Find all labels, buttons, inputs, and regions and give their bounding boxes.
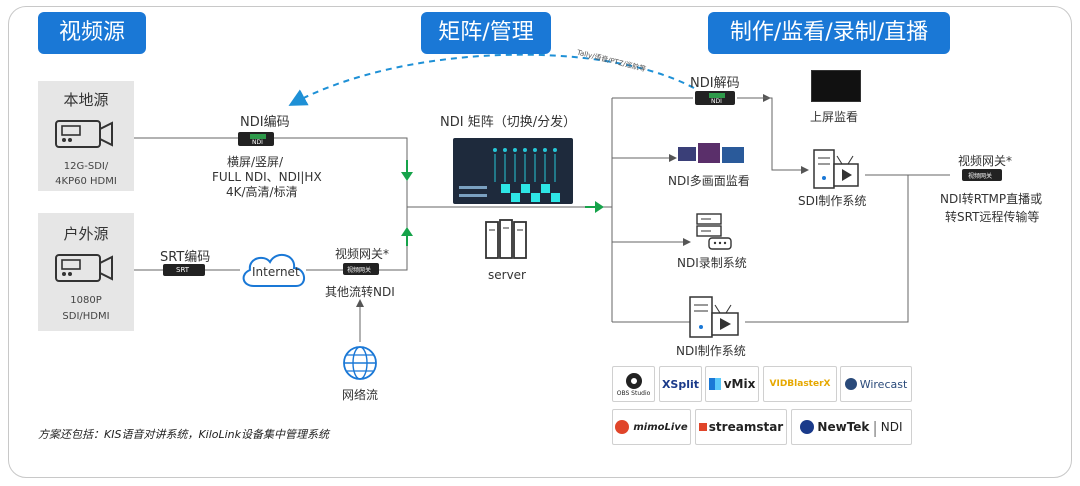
ndi-encoder-device: NDI — [238, 132, 274, 146]
obs-studio-logo: OBS Studio — [612, 366, 655, 402]
newtek-text: NewTek — [817, 420, 870, 434]
ndi-encoder-desc-3: 4K/高清/标清 — [226, 185, 298, 199]
gateway-right-title: 视频网关* — [958, 154, 1013, 168]
outdoor-source-box: 户外源 1080P SDI/HDMI — [38, 213, 134, 331]
record-storage-icon — [696, 213, 732, 250]
cloud-icon — [242, 253, 305, 287]
ndi-encoder-title: NDI编码 — [240, 115, 290, 130]
vidblasterx-logo: VIDBlasterX — [763, 366, 837, 402]
obs-studio-text: OBS Studio — [616, 389, 651, 397]
ndi-decoder-title: NDI解码 — [690, 76, 740, 91]
gateway-mid-title: 视频网关* — [335, 247, 390, 261]
srt-encoder-device: SRT — [163, 264, 205, 276]
gateway-right-desc-2: 转SRT远程传输等 — [945, 210, 1040, 224]
vmix-text: vMix — [723, 377, 756, 391]
local-source-box: 本地源 12G-SDI/ 4KP60 HDMI — [38, 81, 134, 191]
ndi-decoder-device-label: NDI — [711, 98, 722, 105]
gateway-right-device-label: 视频网关 — [968, 173, 993, 180]
srt-encoder-device-label: SRT — [176, 266, 190, 274]
camera-icon — [55, 120, 113, 148]
screen-monitor-label: 上屏监看 — [810, 110, 859, 124]
ndi-encoder-desc-1: 横屏/竖屏/ — [227, 155, 284, 169]
section-title-matrix: 矩阵/管理 — [421, 12, 551, 54]
local-source-title: 本地源 — [63, 91, 109, 109]
ndi-encoder-desc-2: FULL NDI、NDI|HX — [212, 170, 322, 184]
record-system-label: NDI录制系统 — [677, 256, 747, 270]
gateway-right-device: 视频网关 — [962, 169, 1002, 181]
outdoor-source-caption-1: 1080P — [70, 295, 102, 306]
server-label: server — [488, 268, 526, 282]
newtek-ndi-logo: NewTek | NDI — [791, 409, 912, 445]
camera-icon — [55, 254, 113, 282]
server-icon — [485, 219, 527, 259]
gateway-mid-device: 视频网关 — [343, 263, 379, 275]
multiview-icon — [678, 143, 744, 163]
vmix-logo: vMix — [705, 366, 759, 402]
outdoor-source-title: 户外源 — [63, 225, 109, 243]
outdoor-source-caption-2: SDI/HDMI — [62, 311, 110, 322]
ndi-encoder-device-label: NDI — [252, 139, 263, 146]
production-pc-icon — [689, 296, 739, 338]
xsplit-logo: XSplit — [659, 366, 702, 402]
gateway-mid-caption: 其他流转NDI — [325, 285, 395, 299]
mimolive-text: mimoLive — [633, 421, 688, 433]
streamstar-text: streamstar — [708, 420, 784, 434]
section-title-video-source: 视频源 — [38, 12, 146, 54]
matrix-title: NDI 矩阵（切换/分发） — [440, 115, 577, 130]
gateway-right-desc-1: NDI转RTMP直播或 — [940, 192, 1043, 206]
globe-icon — [343, 346, 377, 380]
section-title-production: 制作/监看/录制/直播 — [708, 12, 950, 54]
internet-label: Internet — [252, 265, 300, 279]
ndi-text: NDI — [880, 420, 903, 434]
production-pc-icon — [813, 149, 859, 189]
streamstar-logo: streamstar — [695, 409, 787, 445]
sdi-production-label: SDI制作系统 — [798, 194, 867, 208]
multiview-label: NDI多画面监看 — [668, 174, 750, 188]
network-stream-label: 网络流 — [342, 388, 379, 402]
xsplit-text: XSplit — [661, 377, 700, 391]
mimolive-logo: mimoLive — [612, 409, 691, 445]
wirecast-logo: Wirecast — [840, 366, 912, 402]
local-source-caption-1: 12G-SDI/ — [63, 161, 109, 172]
gateway-mid-device-label: 视频网关 — [347, 267, 372, 274]
ndi-decoder-device: NDI — [695, 91, 735, 105]
local-source-caption-2: 4KP60 HDMI — [55, 176, 117, 187]
wirecast-text: Wirecast — [859, 377, 908, 391]
srt-encoder-title: SRT编码 — [160, 250, 211, 265]
ndi-production-label: NDI制作系统 — [676, 344, 746, 358]
monitor-screen — [811, 70, 861, 102]
matrix-screen — [453, 138, 573, 204]
vidblasterx-text: VIDBlasterX — [769, 379, 831, 389]
footer-note: 方案还包括：KIS语音对讲系统，KiloLink设备集中管理系统 — [38, 428, 330, 441]
